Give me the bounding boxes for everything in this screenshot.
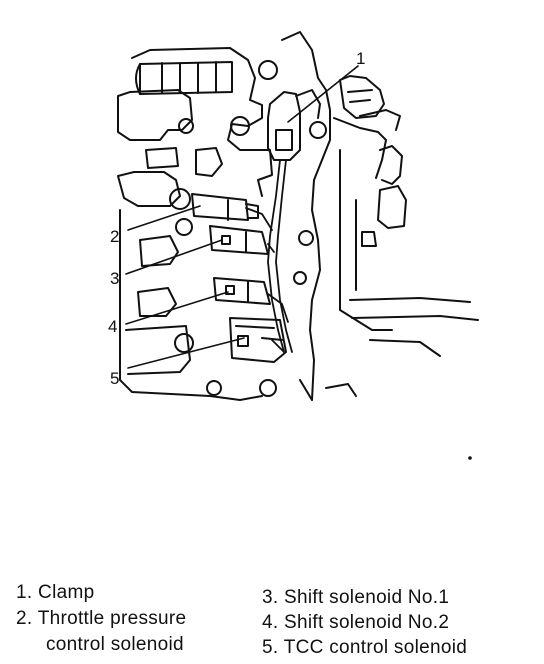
legend-number: 5. <box>262 637 279 658</box>
legend-item-2-continued: control solenoid <box>46 634 184 656</box>
legend-number: 1. <box>16 582 33 603</box>
legend-item-1: 1. Clamp <box>16 582 94 604</box>
legend-text: Shift solenoid No.1 <box>284 587 450 608</box>
tcc-control-solenoid <box>229 317 287 363</box>
leader-line-3 <box>125 239 223 275</box>
callout-1: 1 <box>356 49 365 68</box>
callout-5: 5 <box>110 369 119 388</box>
legend-item-2: 2. Throttle pressure <box>16 608 186 630</box>
legend-item-5: 5. TCC control solenoid <box>262 637 467 659</box>
shift-solenoid-2 <box>213 277 271 305</box>
legend-text: Clamp <box>38 582 95 603</box>
callout-3: 3 <box>110 269 119 288</box>
leader-line-1 <box>287 65 359 123</box>
callout-2: 2 <box>110 227 119 246</box>
leader-line-5 <box>127 337 245 369</box>
legend-item-3: 3. Shift solenoid No.1 <box>262 587 449 609</box>
leader-line-4 <box>125 291 229 325</box>
clamp <box>267 91 301 161</box>
legend-text: control solenoid <box>46 634 184 655</box>
right-valve-body <box>325 75 479 397</box>
solenoid-location-diagram: 1 2 3 4 5 <box>108 31 479 460</box>
leader-line-2 <box>127 205 201 231</box>
legend-text: Shift solenoid No.2 <box>284 612 450 633</box>
callout-4: 4 <box>108 317 117 336</box>
wire-harness <box>245 159 293 353</box>
legend-text: Throttle pressure <box>37 608 187 629</box>
legend-number: 3. <box>262 587 279 608</box>
leader-lines <box>125 65 359 369</box>
separator-plate <box>281 31 331 401</box>
callout-labels: 1 2 3 4 5 <box>108 49 365 388</box>
scan-dot <box>468 456 472 460</box>
valve-spool <box>135 61 233 95</box>
legend-item-4: 4. Shift solenoid No.2 <box>262 612 449 634</box>
legend-number: 4. <box>262 612 279 633</box>
legend-text: TCC control solenoid <box>283 637 468 658</box>
legend-number: 2. <box>16 608 33 629</box>
